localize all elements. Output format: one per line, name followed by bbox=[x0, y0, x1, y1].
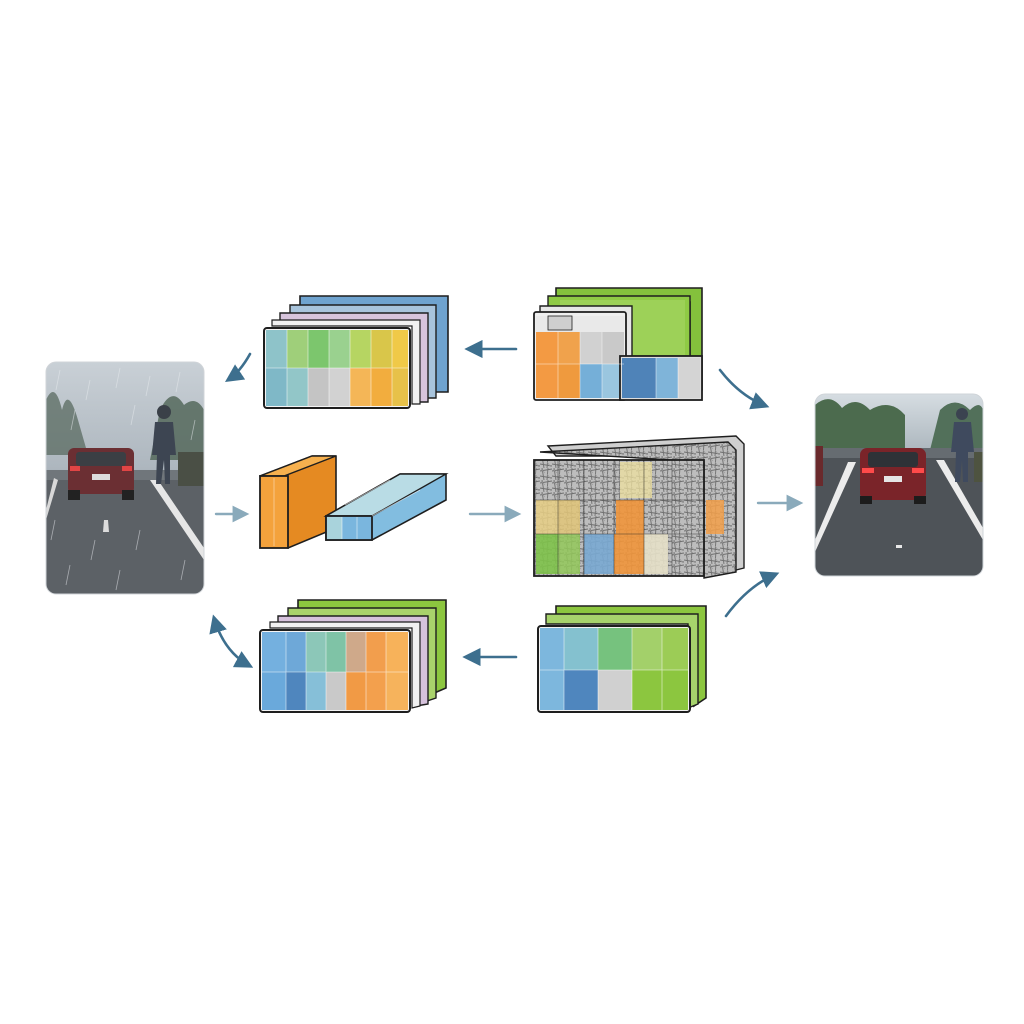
input-rainy-image bbox=[45, 361, 205, 595]
encoder-stack-top-lower bbox=[536, 332, 703, 401]
texture-cube bbox=[533, 435, 745, 579]
arrows bbox=[209, 339, 804, 668]
arrow-encoder-bottom-to-output bbox=[724, 571, 780, 618]
encoder-stack-bottom bbox=[537, 605, 707, 713]
encoder-stack-top bbox=[533, 287, 703, 401]
output-clear-image bbox=[814, 393, 984, 577]
decoder-stack-top bbox=[263, 295, 449, 409]
arrow-decoder-top-to-input bbox=[224, 352, 252, 383]
decoder-stack-top-face bbox=[263, 327, 411, 409]
encoder-stack-bottom-face bbox=[537, 625, 691, 713]
texture-cube-face bbox=[533, 459, 724, 577]
decoder-stack-bottom-face bbox=[259, 629, 411, 713]
arrow-input-to-decoder-bottom bbox=[209, 614, 254, 668]
orange-block bbox=[258, 455, 337, 550]
arrow-encoder-top-to-output bbox=[718, 368, 770, 410]
blue-block bbox=[323, 473, 449, 541]
decoder-stack-bottom bbox=[259, 599, 447, 713]
